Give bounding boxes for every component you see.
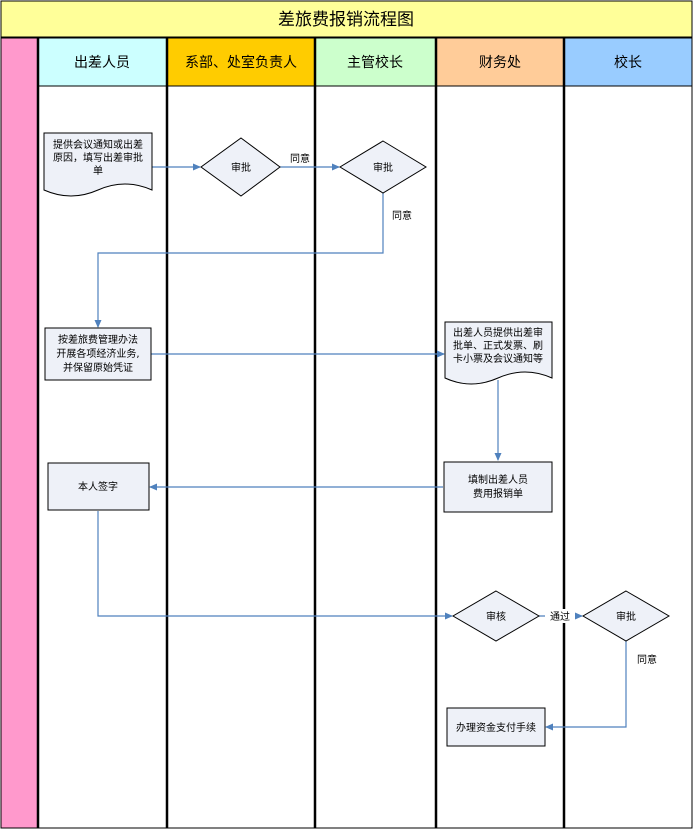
node-process-payment [446,707,546,747]
lane-header-bg [563,37,693,87]
node-conduct-business [44,327,152,381]
node-dept-approval [200,137,281,197]
node-provide-documents-line-2: 批单、正式发票、刷 [453,339,543,352]
node-finance-review [452,590,540,642]
node-conduct-business-line-1: 按差旅费管理办法 [58,333,138,346]
lane-header-bg [37,37,168,87]
lane-headers: 出差人员 系部、处室负责人 主管校长 财务处 校长 [37,37,693,87]
node-submit-request-line-1: 提供会议通知或出差 [53,138,143,151]
lane-body [166,85,316,829]
node-president-approval [582,590,670,642]
node-self-sign-label: 本人签字 [78,480,118,493]
edge-vp-to-staff [94,193,384,328]
diagram-title: 差旅费报销流程图 [278,10,414,30]
lane-header-president: 校长 [614,54,642,71]
edge-label-agree-1: 同意 [290,152,310,165]
node-conduct-business-line-3: 并保留原始凭证 [63,361,133,374]
edge-label-agree-2: 同意 [392,209,412,222]
node-provide-documents-line-3: 卡小票及会议通知等 [453,352,543,365]
node-submit-request-line-2: 原因，填写出差审批 [53,151,143,164]
node-self-sign [47,462,150,511]
node-provide-documents-line-1: 出差人员提供出差审 [453,326,543,339]
node-vp-approval [339,140,427,194]
node-dept-approval-label: 审批 [231,161,251,174]
node-submit-request [43,132,153,197]
lane-body [37,85,168,829]
lane-header-vice-president: 主管校长 [347,54,403,71]
node-fill-expense-form-line-1: 填制出差人员 [468,473,528,486]
lane-body [314,85,437,829]
node-conduct-business-line-2: 开展各项经济业务, [56,347,139,360]
node-provide-documents [444,321,553,385]
lane-header-staff: 出差人员 [74,55,130,71]
node-submit-request-line-3: 单 [93,165,103,177]
lane-body [563,85,693,829]
side-bar [0,37,39,829]
title-bar [0,0,693,38]
node-fill-expense-form-line-2: 费用报销单 [473,487,523,500]
node-president-approval-label: 审批 [616,610,636,623]
lane-header-finance: 财务处 [479,55,521,71]
lane-header-dept-head: 系部、处室负责人 [185,54,297,71]
lane-header-bg [314,37,437,87]
node-process-payment-label: 办理资金支付手续 [456,721,536,734]
edge-label-pass: 通过 [550,610,570,623]
edge-label-bg [545,609,575,623]
node-vp-approval-label: 审批 [373,161,393,174]
node-finance-review-label: 审核 [486,610,506,623]
lane-header-bg [166,37,316,87]
edge-president-to-payment [545,641,627,731]
node-fill-expense-form [443,461,553,513]
edge-sign-to-review [97,511,453,620]
nodes: 提供会议通知或出差 原因，填写出差审批 单 审批 审批 按差旅费管理办法 开展各… [43,132,670,747]
edge-label-agree-3: 同意 [637,653,657,666]
lane-bodies [36,38,693,829]
